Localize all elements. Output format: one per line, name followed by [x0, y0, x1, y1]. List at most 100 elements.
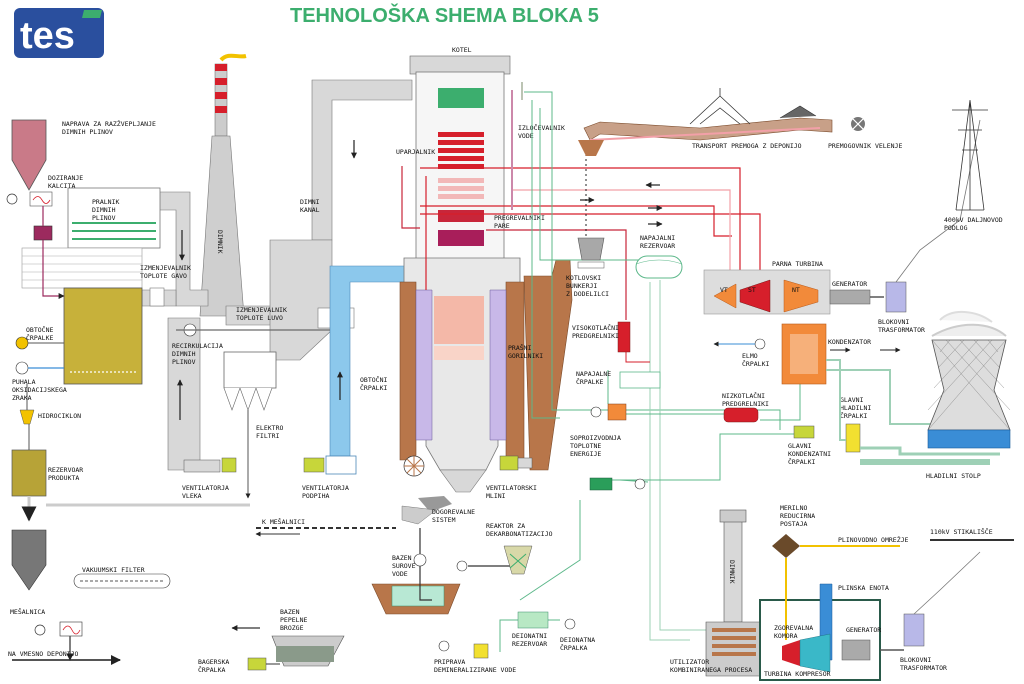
diagram-label: PLINOV — [92, 214, 116, 222]
diagram-label: NT — [792, 286, 800, 294]
diagram-label: REAKTOR ZA — [486, 522, 525, 530]
diagram-label: ELEKTRO — [256, 424, 283, 432]
hp-preheater — [617, 321, 631, 353]
diagram-label: PREDGRELNIKI — [722, 400, 769, 408]
diagram-label: ČRPALKI — [360, 383, 387, 392]
diagram-label: KONDENZATNI — [788, 450, 831, 458]
transformer-icon — [885, 281, 907, 313]
diagram-label: PLINSKA ENOTA — [838, 584, 889, 592]
diagram-label: FILTRI — [256, 432, 280, 440]
diagram-label: ZGOREVALNA — [774, 624, 813, 632]
diagram-label: ČRPALKA — [560, 643, 587, 652]
diagram-label: MERILNO — [780, 504, 807, 512]
heat-exchanger-icon — [607, 403, 627, 421]
draft-fan-icon — [221, 457, 237, 473]
diagram-label: ST — [748, 286, 756, 294]
diagram-label: BLOKOVNI — [900, 656, 931, 664]
diagram-label: 400kV DALJNOVOD — [944, 216, 1003, 224]
diagram-label: DOZIRANJE — [48, 174, 83, 182]
diagram-label: ČRPALKI — [840, 411, 867, 420]
diagram-label: HLADILNI STOLP — [926, 472, 981, 480]
diagram-label: GENERATOR — [832, 280, 867, 288]
cooling-tower: HLADILNI STOLP — [926, 311, 1011, 480]
feed-pump-icon — [619, 371, 661, 389]
diagram-label: GENERATOR — [846, 626, 881, 634]
diagram-label: POSTAJA — [780, 520, 807, 528]
diagram-label: VENTILATORJA — [302, 484, 349, 492]
diagram-label: TURBINA KOMPRESOR — [764, 670, 831, 678]
diagram-label: TOPLOTNE — [570, 442, 601, 450]
diagram-label: NA VMESNO DEPONIJO — [8, 650, 79, 658]
diagram-label: VAKUUMSKI FILTER — [82, 566, 145, 574]
diagram-label: KANAL — [300, 206, 320, 214]
diagram-label: KOTEL — [452, 46, 472, 54]
excavator-icon — [689, 88, 751, 125]
diagram-label: MEŠALNICA — [10, 607, 45, 616]
diagram-label: KOMBINIRANEGA PROCESA — [670, 666, 752, 674]
logo-text: tes — [20, 15, 75, 57]
diagram-label: VLEKA — [182, 492, 202, 500]
diagram-label: UPARJALNIK — [396, 148, 435, 156]
diagram-label: KOTLOVSKI — [566, 274, 601, 282]
diagram-label: TOPLOTE LUVO — [236, 314, 283, 322]
diagram-label: PREDGRELNIKI — [572, 332, 619, 340]
diagram-label: OBTOČNE — [26, 325, 53, 334]
diagram-label: VODE — [518, 132, 534, 140]
coal-bunker — [577, 237, 605, 261]
diagram-label: BLOKOVNI — [878, 318, 909, 326]
product-tank — [11, 449, 47, 497]
feedwater-tank — [635, 255, 683, 279]
diagram-label: DIMNIH — [172, 350, 196, 358]
diagram-label: K MEŠALNICI — [262, 517, 305, 526]
diagram-label: SUROVE — [392, 562, 416, 570]
gas-transformer-icon — [903, 613, 925, 647]
diagram-label: MLINI — [486, 492, 506, 500]
diagram-label: DEIONATNI — [512, 632, 547, 640]
diagram-label: BAZEN — [280, 608, 300, 616]
diagram-label: DIMNIH PLINOV — [62, 128, 113, 136]
absorber-tank — [63, 287, 143, 385]
diagram-label: DOGOREVALNE — [432, 508, 475, 516]
chimney: DIMNIK — [199, 53, 247, 317]
diagram-label: PODPIHA — [302, 492, 329, 500]
diagram-label: KALCITA — [48, 182, 75, 190]
diagram-label: NAPAJALNE — [576, 370, 611, 378]
diagram-label: PRODUKTA — [48, 474, 79, 482]
diagram-label: VISOKOTLAČNI — [572, 323, 619, 332]
diagram-label: Z DODELILCI — [566, 290, 609, 298]
diagram-label: RECIRKULACIJA — [172, 342, 223, 350]
diagram-label: ČRPALKI — [788, 457, 815, 466]
gas-generator-icon — [841, 639, 871, 661]
reactor-icon — [503, 545, 533, 575]
boiler: KOTEL UPARJALNIK IZLOČEVALNIK VODE PREGR… — [360, 46, 573, 525]
diagram-label: ČRPALKE — [26, 333, 53, 342]
cooling-pump-icon — [845, 423, 861, 453]
diagram-label: TOPLOTE GAVO — [140, 272, 187, 280]
diagram-label: REZERVOAR — [640, 242, 675, 250]
diagram-label: PODLOG — [944, 224, 968, 232]
diagram-label: ENERGIJE — [570, 450, 601, 458]
diagram-label: PRIPRAVA — [434, 658, 465, 666]
diagram-label: VT — [720, 286, 728, 294]
forced-draft-fan-icon — [303, 457, 325, 473]
power-line-tower-icon — [952, 99, 988, 211]
diagram-label: GORILNIKI — [508, 352, 543, 360]
diagram-label: IZMENJEVALNIK — [236, 306, 287, 314]
diagram-label: TRASFORMATOR — [900, 664, 947, 672]
diagram-label: ELMO — [742, 352, 758, 360]
diagram-label: GLAVNI — [788, 442, 812, 450]
page-title: TEHNOLOŠKA SHEMA BLOKA 5 — [290, 3, 599, 27]
diagram-label: PREMOGOVNIK VELENJE — [828, 142, 902, 150]
steam-pipes — [401, 82, 801, 652]
diagram-label: PARE — [494, 222, 510, 230]
diagram-label: DEKARBONATIZACIJO — [486, 530, 553, 538]
gas-turbine-icon — [799, 633, 831, 673]
diagram-label: PLINOV — [172, 358, 196, 366]
diagram-label: 110kV STIKALIŠČE — [930, 527, 993, 536]
diagram-label: SOPROIZVODNJA — [570, 434, 621, 442]
diagram-label: BROZGE — [280, 624, 304, 632]
diagram-label: IZLOČEVALNIK — [518, 123, 565, 132]
blower-icon — [15, 361, 29, 375]
diagram-label: DIMNIH — [92, 206, 116, 214]
